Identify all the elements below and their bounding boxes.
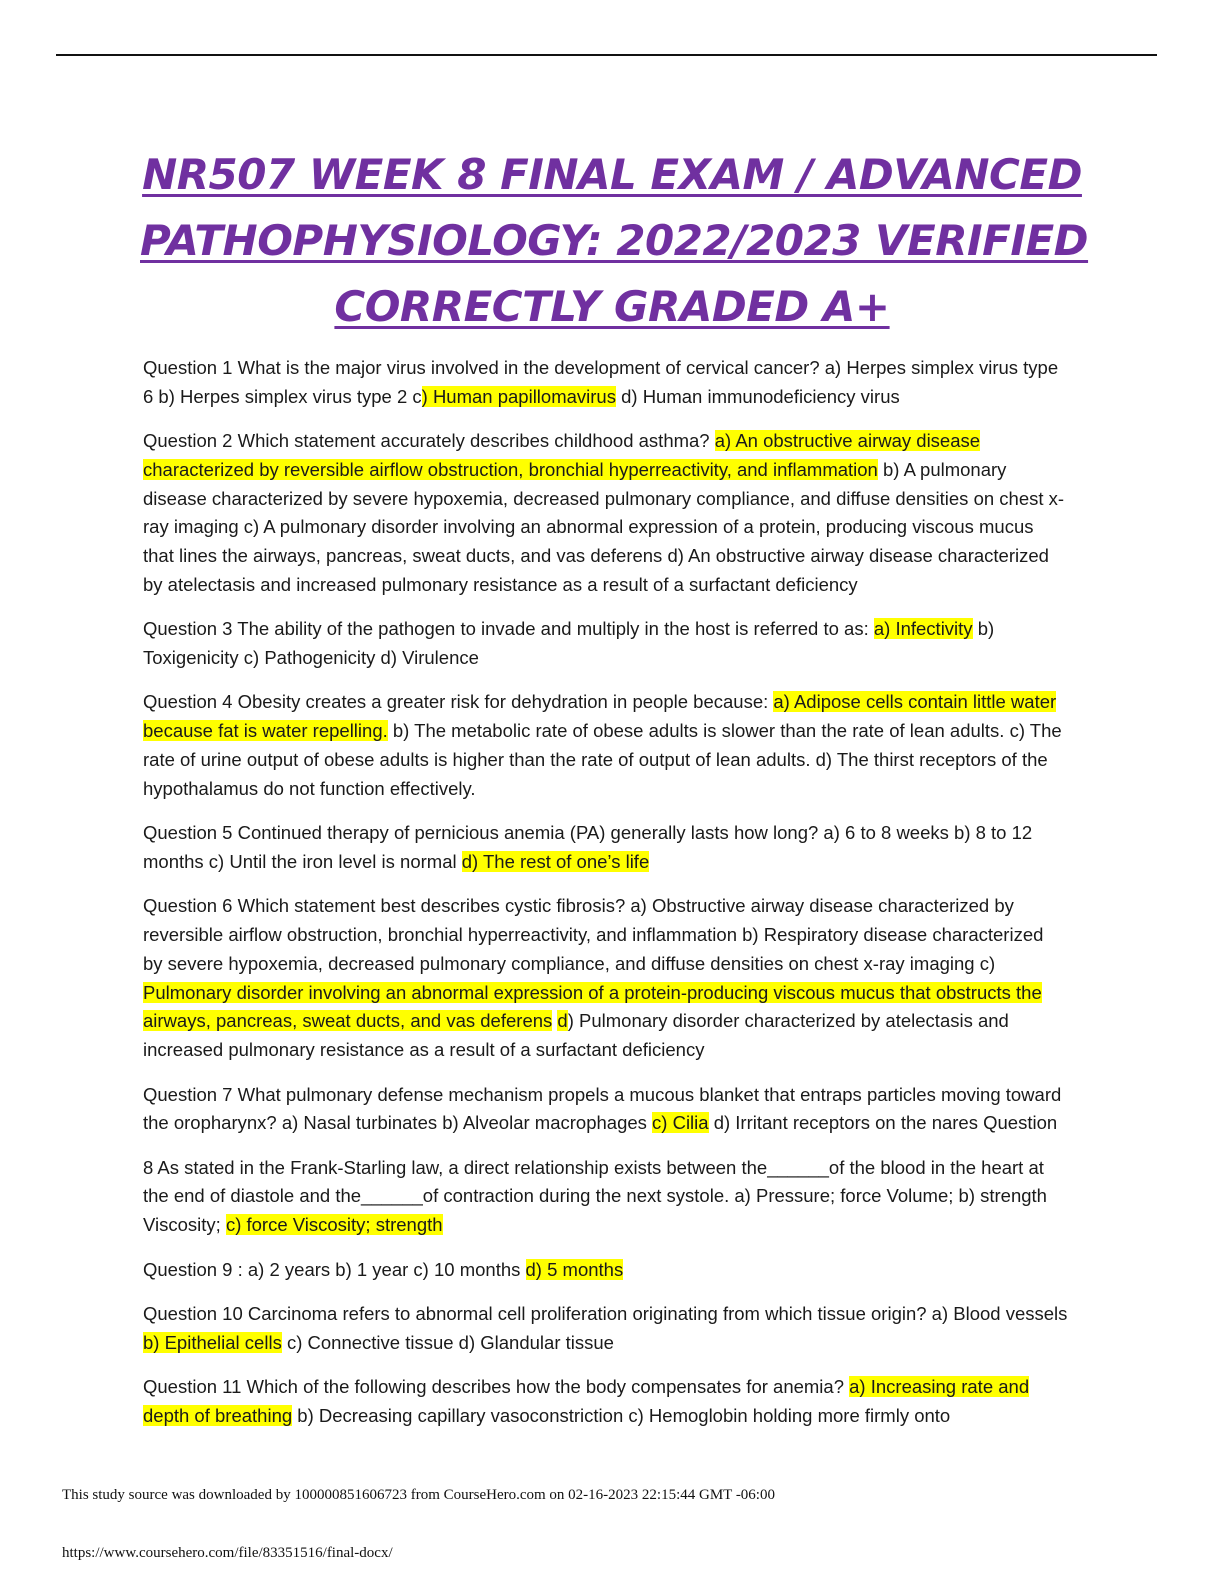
highlighted-answer-fragment: d	[557, 1010, 568, 1032]
title-line-1: NR507 WEEK 8 FINAL EXAM / ADVANCED	[142, 150, 1082, 199]
question-4: Question 4 Obesity creates a greater ris…	[143, 691, 1062, 799]
document-title: NR507 WEEK 8 FINAL EXAM / ADVANCED PATHO…	[140, 142, 1089, 340]
highlighted-answer: c) Cilia	[652, 1112, 709, 1134]
title-line-3: CORRECTLY GRADED A+	[334, 282, 890, 331]
question-9: Question 9 : a) 2 years b) 1 year c) 10 …	[143, 1258, 624, 1280]
question-7: Question 7 What pulmonary defense mechan…	[143, 1083, 1062, 1134]
question-5: Question 5 Continued therapy of pernicio…	[143, 822, 1033, 872]
highlighted-answer: b) Epithelial cells	[143, 1331, 282, 1353]
question-10: Question 10 Carcinoma refers to abnormal…	[143, 1302, 1068, 1353]
question-2: Question 2 Which statement accurately de…	[143, 430, 1065, 596]
highlighted-answer: c) force Viscosity; strength	[225, 1214, 443, 1236]
question-11: Question 11 Which of the following descr…	[143, 1375, 1030, 1426]
question-8: 8 As stated in the Frank-Starling law, a…	[143, 1156, 1047, 1236]
questions-list: Question 1 What is the major virus invol…	[143, 354, 1068, 1446]
download-source-notice: This study source was downloaded by 1000…	[62, 1487, 775, 1503]
highlighted-answer: ) Human papillomavirus	[421, 385, 616, 407]
question-3: Question 3 The ability of the pathogen t…	[143, 618, 995, 669]
highlighted-answer: d) The rest of one’s life	[461, 850, 650, 872]
source-url: https://www.coursehero.com/file/83351516…	[62, 1545, 393, 1561]
top-divider	[56, 54, 1157, 56]
highlighted-answer: d) 5 months	[525, 1258, 624, 1280]
question-1: Question 1 What is the major virus invol…	[143, 357, 1059, 407]
title-line-2: PATHOPHYSIOLOGY: 2022/2023 VERIFIED	[140, 216, 1089, 265]
highlighted-answer: a) Infectivity	[873, 618, 973, 640]
question-6: Question 6 Which statement best describe…	[143, 895, 1044, 1061]
